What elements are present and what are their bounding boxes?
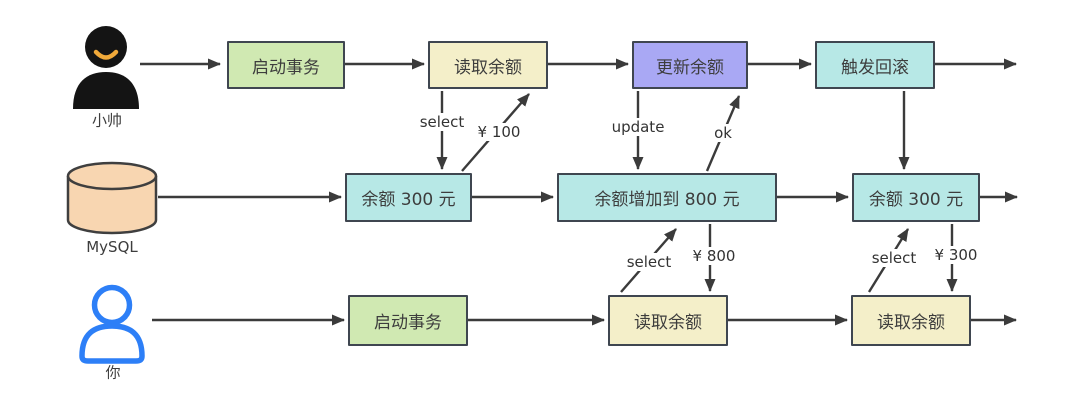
edge-label-select-top: select xyxy=(416,113,468,131)
node-start-transaction-bottom: 启动事务 xyxy=(348,295,468,346)
actor-label-you: 你 xyxy=(105,363,121,382)
actor-label-mysql: MySQL xyxy=(86,238,138,256)
node-update-balance: 更新余额 xyxy=(632,41,748,89)
node-balance-300-a: 余额 300 元 xyxy=(345,173,472,222)
node-read-balance-top: 读取余额 xyxy=(428,41,548,89)
database-cylinder-icon xyxy=(66,161,158,235)
male-avatar-icon xyxy=(73,26,139,109)
node-read-balance-bottom-1: 读取余额 xyxy=(608,295,728,346)
edge-label-return-800: ¥ 800 xyxy=(689,247,739,265)
edge-label-update: update xyxy=(608,118,668,136)
node-balance-800: 余额增加到 800 元 xyxy=(557,173,777,222)
edge-label-return-100: ¥ 100 xyxy=(474,123,524,141)
edge-label-select-right: select xyxy=(868,249,920,267)
node-read-balance-bottom-2: 读取余额 xyxy=(851,295,971,346)
edge-label-select-mid: select xyxy=(623,253,675,271)
edge-label-return-300: ¥ 300 xyxy=(931,246,981,264)
person-outline-icon xyxy=(79,284,145,364)
node-balance-300-b: 余额 300 元 xyxy=(852,173,980,222)
edge-label-ok: ok xyxy=(711,124,735,142)
actor-label-xiaoshuai: 小帅 xyxy=(91,111,123,130)
node-trigger-rollback: 触发回滚 xyxy=(815,41,935,89)
node-start-transaction-top: 启动事务 xyxy=(227,41,345,89)
